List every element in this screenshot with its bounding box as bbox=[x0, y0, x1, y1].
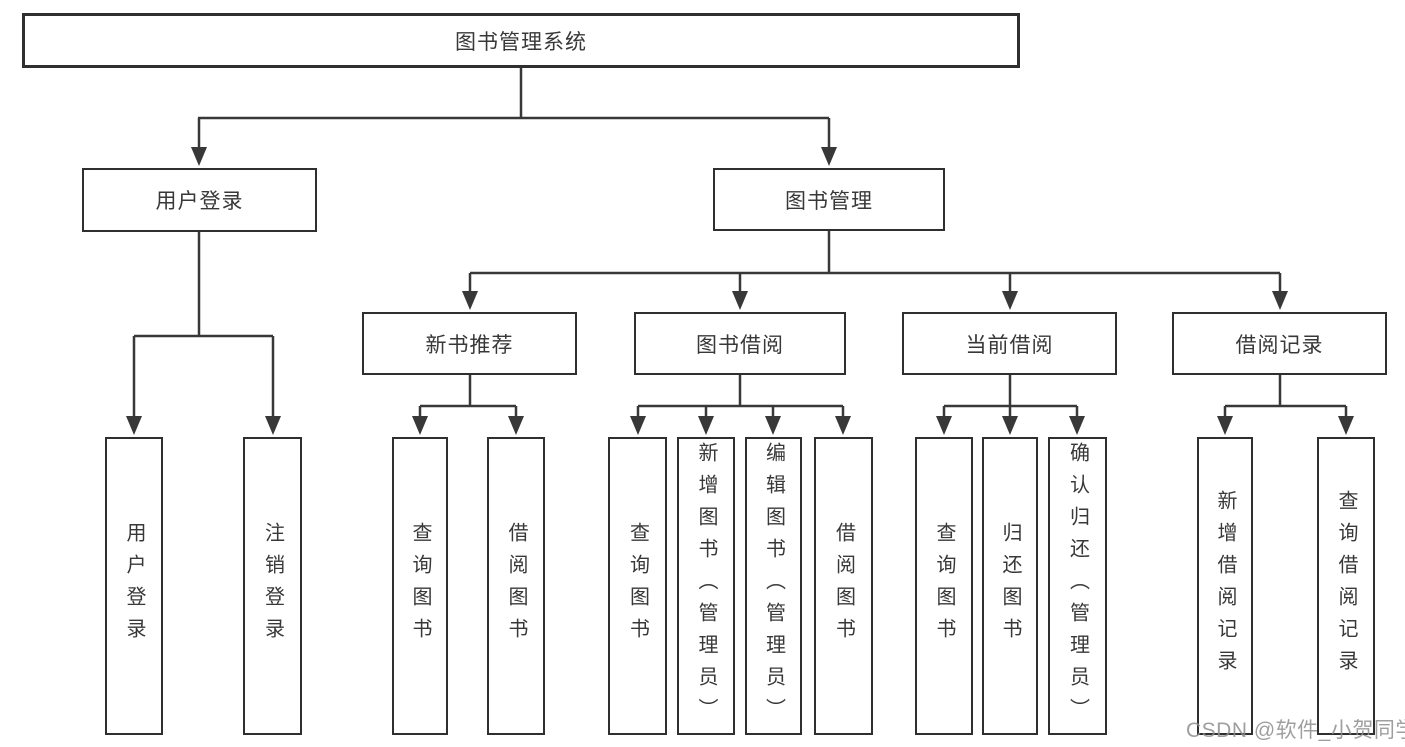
leaf-add-borrow-record: 新增借阅记录 bbox=[1197, 437, 1253, 735]
leaf-borrow-books-recommend: 借阅图书 bbox=[487, 437, 545, 735]
leaf-confirm-return-admin: 确认归还（管理员） bbox=[1048, 437, 1107, 735]
leaf-logout: 注销登录 bbox=[243, 437, 302, 735]
node-current-borrowing: 当前借阅 bbox=[902, 312, 1117, 375]
node-new-book-recommend: 新书推荐 bbox=[362, 312, 577, 375]
connector-borrowing-records-children bbox=[1223, 375, 1348, 417]
csdn-watermark: CSDN @软件_小贺同学 bbox=[1186, 719, 1405, 742]
leaf-return-books: 归还图书 bbox=[982, 437, 1038, 735]
leaf-borrow-books: 借阅图书 bbox=[814, 437, 873, 735]
leaf-edit-books-admin: 编辑图书（管理员） bbox=[745, 437, 802, 735]
connector-user-login-children bbox=[132, 232, 275, 417]
leaf-query-books-current: 查询图书 bbox=[915, 437, 973, 735]
node-borrowing-records: 借阅记录 bbox=[1172, 312, 1387, 375]
leaf-query-books-borrowing: 查询图书 bbox=[608, 437, 667, 735]
node-user-login: 用户登录 bbox=[82, 168, 317, 232]
arrowheads bbox=[126, 147, 1354, 435]
node-library-management-system: 图书管理系统 bbox=[22, 13, 1020, 68]
node-book-borrowing: 图书借阅 bbox=[634, 312, 846, 375]
leaf-query-borrow-record: 查询借阅记录 bbox=[1317, 437, 1375, 735]
connector-book-borrowing-children bbox=[636, 375, 845, 417]
leaf-query-books-recommend: 查询图书 bbox=[392, 437, 448, 735]
node-book-management: 图书管理 bbox=[713, 168, 945, 231]
leaf-add-books-admin: 新增图书（管理员） bbox=[677, 437, 735, 735]
connector-book-management-children bbox=[468, 231, 1282, 292]
connector-root-to-level2 bbox=[197, 68, 831, 148]
connector-new-book-recommend-children bbox=[418, 375, 518, 417]
connector-current-borrowing-children bbox=[942, 375, 1079, 417]
leaf-user-login: 用户登录 bbox=[105, 437, 163, 735]
